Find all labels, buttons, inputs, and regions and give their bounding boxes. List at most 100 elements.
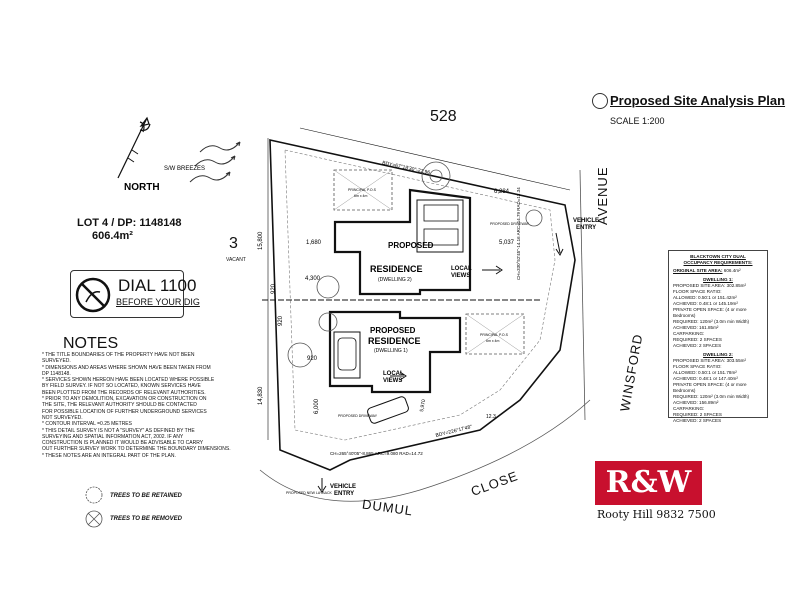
note-line: SURVEYING AND SPATIAL INFORMATION ACT, 2… [42, 433, 184, 440]
note-line: * THIS DETAIL SURVEY IS NOT A "SURVEY" A… [42, 427, 195, 434]
street-avenue: AVENUE [595, 166, 610, 226]
d2-line: PROPOSED SITE AREA: 303.55m² [673, 358, 747, 363]
d2-line: CARPARKING: [673, 406, 705, 411]
svg-text:PROPOSED NEW LAYBACK: PROPOSED NEW LAYBACK [286, 491, 333, 495]
svg-text:PROPOSED: PROPOSED [388, 241, 434, 250]
svg-text:PROPOSED DRIVEWAY: PROPOSED DRIVEWAY [338, 414, 378, 418]
dial-number: DIAL 1100 [118, 276, 197, 295]
original-area-value: 606.4m² [723, 268, 741, 273]
lot-dp-label: LOT 4 / DP: 1148148 [77, 217, 182, 229]
svg-text:CH=265°40'05"-8.865 ARC=9.080: CH=265°40'05"-8.865 ARC=9.080 RAD=14.72 [330, 451, 423, 456]
d2-line: PRIVATE OPEN SPACE: (4 or more Bedrooms) [673, 382, 747, 393]
svg-text:VIEWS: VIEWS [451, 273, 470, 279]
d1-line: REQUIRED: 120m² (3.0m min Width) [673, 319, 750, 324]
svg-text:920: 920 [307, 356, 318, 362]
no-dig-icon [75, 277, 111, 313]
svg-text:ENTRY: ENTRY [334, 491, 354, 497]
d1-line: REQUIRED: 2 SPACES [673, 337, 722, 342]
svg-text:RESIDENCE: RESIDENCE [370, 264, 423, 274]
notes-list: * THE TITLE BOUNDARIES OF THE PROPERTY H… [42, 352, 254, 459]
rw-office-phone: Rooty Hill 9832 7500 [597, 508, 716, 521]
d1-line: ACHIEVED: 2 SPACES [673, 343, 722, 348]
council-title-2: OCCUPANCY REQUIREMENTS: [683, 260, 753, 265]
plan-title: Proposed Site Analysis Plan [610, 93, 786, 108]
svg-text:920: 920 [271, 283, 277, 294]
dial-subtext: BEFORE YOUR DIG [116, 297, 200, 307]
note-line: THE SITE, THE RELEVANT AUTHORITY SHOULD … [42, 402, 197, 409]
svg-text:1,680: 1,680 [306, 240, 322, 246]
svg-text:6m x 4m: 6m x 4m [486, 339, 500, 343]
d1-line: ACHIEVED: 161.85m² [673, 325, 719, 330]
dwelling-1-outline [328, 310, 462, 394]
note-line: CONSTRUCTION IS PLANNED IT WOULD BE ADVI… [42, 440, 204, 447]
svg-text:14,830: 14,830 [258, 386, 264, 405]
plan-scale: SCALE 1:200 [610, 116, 665, 126]
council-requirements-box: BLACKTOWN CITY DUAL OCCUPANCY REQUIREMEN… [668, 250, 768, 423]
site-boundary [269, 138, 576, 471]
svg-text:VEHICLE: VEHICLE [330, 484, 356, 490]
dwelling-1-pos [465, 313, 525, 355]
svg-text:VEHICLE: VEHICLE [573, 218, 599, 224]
note-line: * THESE NOTES ARE AN INTEGRAL PART OF TH… [42, 452, 176, 459]
note-line: NOT SURVEYED. [42, 414, 83, 421]
svg-text:(DWELLING 2): (DWELLING 2) [378, 277, 412, 283]
svg-text:CH=330°52'45"-14.16 ARC=14.79: CH=330°52'45"-14.16 ARC=14.79 RAD=13.34 [516, 187, 521, 280]
rw-logo: R&W [595, 461, 702, 505]
svg-text:920: 920 [278, 315, 284, 326]
note-line: * THE TITLE BOUNDARIES OF THE PROPERTY H… [42, 352, 195, 358]
original-area-label: ORIGINAL SITE AREA: [673, 268, 723, 273]
svg-text:6m x 4m: 6m x 4m [354, 194, 368, 198]
note-line: * SERVICES SHOWN HEREON HAVE BEEN LOCATE… [42, 377, 215, 384]
lot-3-label: 3 [229, 235, 238, 252]
dial-before-you-dig-box [70, 270, 184, 318]
legend-trees-removed: TREES TO BE REMOVED [110, 516, 182, 522]
svg-text:VIEWS: VIEWS [383, 378, 402, 384]
svg-text:6,000: 6,000 [314, 398, 320, 414]
north-arrow-icon [117, 116, 151, 179]
site-area-label: 606.4m² [92, 230, 133, 242]
d2-line: ACHIEVED: 2 SPACES [673, 418, 722, 423]
breeze-arrows-icon [189, 141, 241, 183]
svg-text:PROPOSED: PROPOSED [370, 326, 416, 335]
vacant-label: VACANT [226, 257, 246, 263]
dwelling-1-garage [333, 331, 361, 379]
note-line: BY FIELD SURVEY. IF NOT SO LOCATED, KNOW… [42, 383, 201, 390]
tree-legend-icons [85, 486, 103, 528]
d2-line: ALLOWED: 0.50:1 or 151.78m² [673, 370, 737, 375]
note-line: * PRIOR TO ANY DEMOLITION, EXCAVATION OR… [42, 396, 207, 403]
dwelling-2-garage [416, 199, 464, 253]
svg-text:PRINCIPAL P.O.S: PRINCIPAL P.O.S [480, 333, 509, 337]
svg-text:LOCAL: LOCAL [451, 266, 472, 272]
road-kerb [259, 399, 591, 502]
svg-text:PROPOSED DRIVEWAY: PROPOSED DRIVEWAY [490, 222, 530, 226]
north-label: NORTH [124, 182, 160, 193]
dwelling-1-heading: DWELLING 1: [703, 277, 733, 282]
svg-text:RESIDENCE: RESIDENCE [368, 336, 421, 346]
d1-line: ALLOWED: 0.50:1 or 151.42m² [673, 295, 737, 300]
tree-icons [287, 161, 543, 368]
note-line: * CONTOUR INTERVAL =0.25 METRES [42, 421, 132, 428]
d1-line: CARPARKING: [673, 331, 705, 336]
d1-line: PRIVATE OPEN SPACE: (4 or more Bedrooms) [673, 307, 747, 318]
svg-text:PRINCIPAL P.O.S: PRINCIPAL P.O.S [348, 188, 377, 192]
dwelling-2-outline [333, 188, 472, 296]
svg-text:LOCAL: LOCAL [383, 371, 404, 377]
svg-text:4,300: 4,300 [305, 276, 321, 282]
svg-text:5,037: 5,037 [499, 240, 515, 246]
dwelling-2-pos [333, 169, 393, 211]
note-line: SURVEYED. [42, 358, 71, 365]
d2-line: REQUIRED: 120m² (3.0m min Width) [673, 394, 750, 399]
svg-text:5,970: 5,970 [419, 399, 427, 413]
note-line: FOR POSSIBLE LOCATION OF FURTHER UNDERGR… [42, 408, 207, 415]
svg-text:6,284: 6,284 [494, 189, 510, 195]
svg-text:15,800: 15,800 [258, 231, 264, 250]
svg-text:ENTRY: ENTRY [576, 225, 596, 231]
d2-line: REQUIRED: 2 SPACES [673, 412, 722, 417]
note-line: * DIMENSIONS AND AREAS WHERE SHOWN HAVE … [42, 364, 211, 371]
svg-text:(DWELLING 1): (DWELLING 1) [374, 348, 408, 354]
note-line: OUT FURTHER SURVEY WORK TO DETERMINE THE… [42, 446, 231, 453]
d1-line: PROPOSED SITE AREA: 302.85m² [673, 283, 747, 288]
legend-trees-retained: TREES TO BE RETAINED [110, 493, 182, 499]
d2-line: ACHIEVED: 156.89m² [673, 400, 719, 405]
